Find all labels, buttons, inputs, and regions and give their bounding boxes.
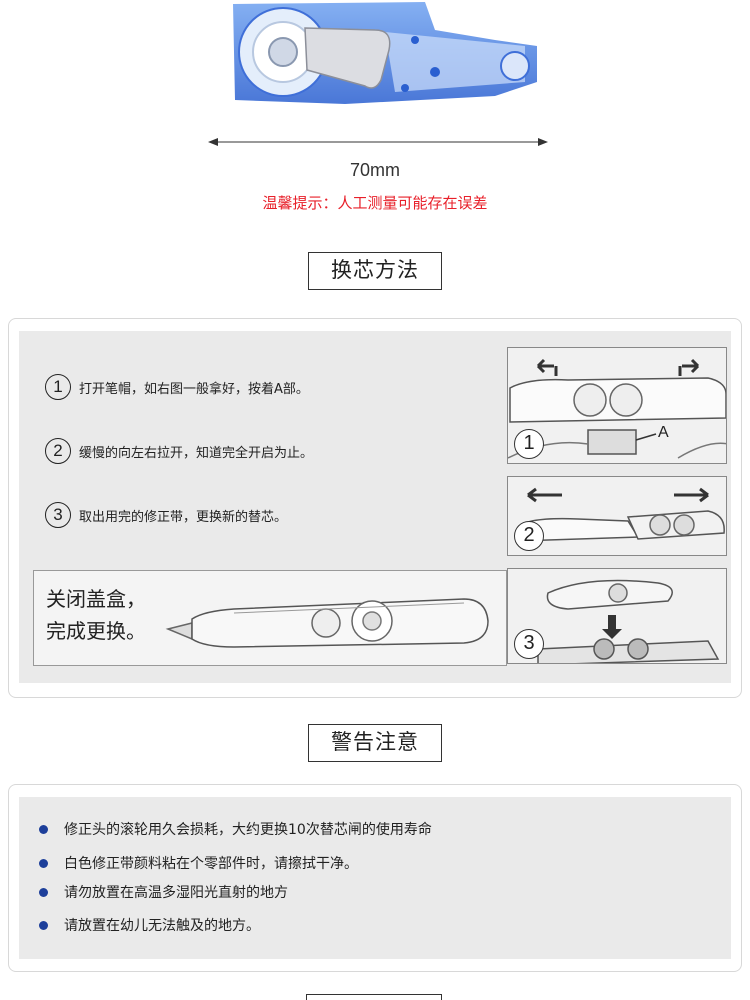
refill-panel-inner: 1 打开笔帽，如右图一般拿好，按着A部。 2 缓慢的向左右拉开，知道完全开启为止… — [19, 331, 731, 683]
step-3: 3 取出用完的修正带，更换新的替芯。 — [45, 502, 287, 528]
warning-item: 修正头的滚轮用久会损耗，大约更换10次替芯闸的使用寿命 — [39, 819, 432, 839]
step-number: 2 — [45, 438, 71, 464]
warning-text: 请放置在幼儿无法触及的地方。 — [64, 918, 260, 934]
illustration-step-1: A 1 — [507, 347, 727, 464]
section-title-warning: 警告注意 — [308, 724, 442, 762]
measurement-tip: 温馨提示：人工测量可能存在误差 — [262, 194, 488, 212]
bullet-icon — [39, 858, 48, 868]
step-text: 打开笔帽，如右图一般拿好，按着A部。 — [79, 381, 309, 397]
illustration-step-3: 3 — [507, 568, 727, 664]
close-instruction-box: 关闭盖盒， 完成更换。 — [33, 570, 507, 666]
step-text: 缓慢的向左右拉开，知道完全开启为止。 — [79, 445, 314, 461]
next-section-title-box — [306, 994, 442, 1000]
step-2: 2 缓慢的向左右拉开，知道完全开启为止。 — [45, 438, 313, 464]
refill-panel: 1 打开笔帽，如右图一般拿好，按着A部。 2 缓慢的向左右拉开，知道完全开启为止… — [8, 318, 742, 698]
warning-item: 白色修正带颜料粘在个零部件时，请擦拭干净。 — [39, 853, 358, 873]
close-line-2: 完成更换。 — [46, 619, 146, 643]
illustration-step-2: 2 — [507, 476, 727, 556]
product-image — [225, 0, 545, 110]
close-instruction-text: 关闭盖盒， 完成更换。 — [46, 583, 146, 647]
step-1: 1 打开笔帽，如右图一般拿好，按着A部。 — [45, 374, 309, 400]
bullet-icon — [39, 824, 48, 834]
warning-panel-inner: 修正头的滚轮用久会损耗，大约更换10次替芯闸的使用寿命 白色修正带颜料粘在个零部… — [19, 797, 731, 959]
bullet-icon — [39, 920, 48, 930]
bullet-icon — [39, 887, 48, 897]
step-number: 1 — [45, 374, 71, 400]
warning-panel: 修正头的滚轮用久会损耗，大约更换10次替芯闸的使用寿命 白色修正带颜料粘在个零部… — [8, 784, 742, 972]
warning-item: 请放置在幼儿无法触及的地方。 — [39, 915, 260, 935]
closed-tape-illustration — [165, 598, 489, 648]
warning-item: 请勿放置在高温多湿阳光直射的地方 — [39, 882, 288, 902]
warning-text: 请勿放置在高温多湿阳光直射的地方 — [64, 885, 288, 901]
measure-label: 70mm — [349, 160, 400, 180]
close-line-1: 关闭盖盒， — [46, 587, 146, 611]
part-a-label: A — [658, 424, 669, 441]
illustration-badge: 3 — [514, 629, 544, 659]
step-text: 取出用完的修正带，更换新的替芯。 — [79, 509, 288, 525]
step-number: 3 — [45, 502, 71, 528]
section-title-refill: 换芯方法 — [308, 252, 442, 290]
warning-text: 修正头的滚轮用久会损耗，大约更换10次替芯闸的使用寿命 — [64, 822, 432, 838]
illustration-badge: 2 — [514, 521, 544, 551]
illustration-badge: 1 — [514, 429, 544, 459]
warning-text: 白色修正带颜料粘在个零部件时，请擦拭干净。 — [64, 856, 358, 872]
measure-arrow — [208, 132, 548, 152]
